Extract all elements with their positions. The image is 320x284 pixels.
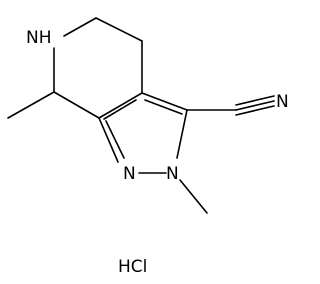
bond-cn-triple-2 — [235, 100, 275, 111]
bond-c3p-n2 — [176, 109, 188, 159]
bond-c3a-c7a — [98, 92, 143, 119]
bond-c7a-c7 — [53, 91, 100, 119]
molecule-drawing: NH N N N HCl — [7, 17, 289, 277]
salt-label-hcl: HCl — [118, 257, 147, 277]
bond-c3a-c7a-inner — [103, 99, 137, 120]
bond-c4-c3 — [95, 17, 143, 42]
bond-n1-c7a-inner — [105, 120, 125, 159]
atom-label-n-nitrile: N — [276, 92, 289, 112]
bond-cn-triple-1 — [235, 95, 275, 106]
bond-c7-methyl — [7, 91, 55, 119]
structure-canvas: NH N N N HCl — [7, 17, 289, 277]
bond-cn-triple-3 — [235, 105, 275, 116]
bond-nh-c4 — [63, 17, 97, 37]
atom-label-n-ring-left: N — [123, 164, 136, 184]
bond-n2-methyl — [179, 179, 208, 214]
bond-c3a-c3p-inner — [144, 99, 183, 115]
bond-c3a-c3p — [141, 92, 188, 111]
bond-n1-c7a — [98, 117, 119, 163]
atom-label-nh: NH — [26, 28, 52, 48]
atom-label-n-ring-right: N — [166, 164, 179, 184]
